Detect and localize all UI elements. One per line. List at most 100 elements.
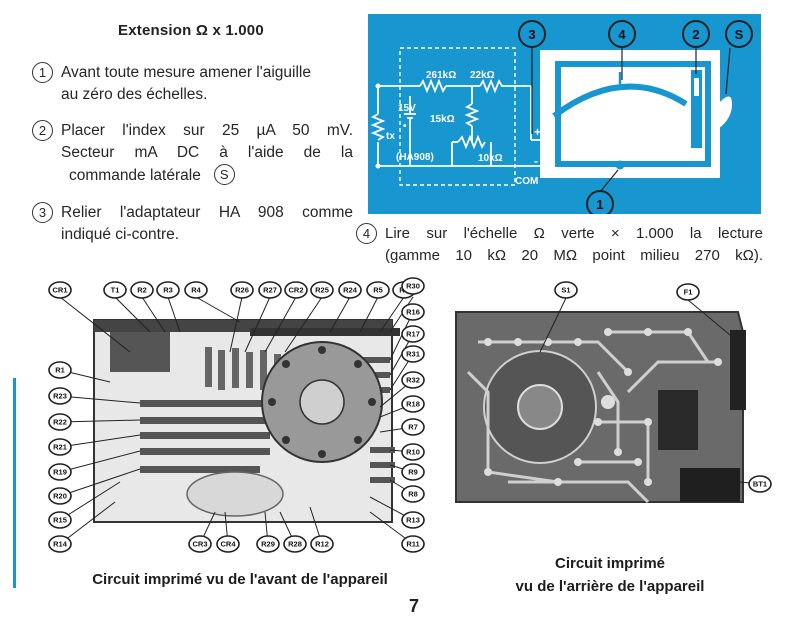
component-label: R4 [184,281,208,299]
back-caption: Circuit imprimé vu de l'arrière de l'app… [480,552,740,598]
component-label: T1 [103,281,127,299]
step-3-line-2: indiqué ci-contre. [61,226,180,243]
wiring-diagram-svg: 261kΩ 22kΩ 15kΩ 10kΩ 15V • (HA908) tx CO… [370,20,753,218]
page-title: Extension Ω x 1.000 [118,22,264,39]
resistor-label-22k: 22kΩ [470,70,495,81]
svg-text:S: S [735,27,744,42]
component-label: CR4 [216,535,240,553]
svg-text:R15: R15 [53,516,67,525]
step-4-line-1: Lire sur l'échelle Ω verte × 1.000 la le… [385,225,763,242]
component-label: R5 [366,281,390,299]
svg-text:R28: R28 [288,540,302,549]
component-bar [250,328,400,336]
step-2-line-3: commande latérale [69,167,201,184]
callout-s [725,20,753,48]
component-label: R27 [258,281,282,299]
step-number: 1 [32,62,53,83]
component-label: R19 [48,463,72,481]
circled-s-icon: S [213,164,235,185]
svg-text:CR3: CR3 [192,540,207,549]
component-label: R8 [401,485,425,503]
component-label: R30 [401,277,425,295]
component-label: R3 [156,281,180,299]
wires [370,78,544,167]
svg-text:R16: R16 [406,308,420,317]
voltage-label: 15V [398,103,416,114]
page-number: 7 [409,596,420,616]
resistor-label-15k: 15kΩ [430,114,455,125]
step-number: 3 [32,202,53,223]
svg-text:F1: F1 [684,288,693,297]
svg-text:R22: R22 [53,418,67,427]
component-label: R1 [48,361,72,379]
step-2-line-2: Secteur mA DC à l'aide de la [61,144,353,161]
battery-plus-dot: • [403,121,407,132]
step-4: 4 Lire sur l'échelle Ω verte × 1.000 la … [356,223,763,267]
front-pcb-svg: CR1T1R2R3R4R26R27CR2R25R24R5R6R30R16R17R… [48,277,425,553]
step-number: 2 [32,120,53,141]
svg-text:R11: R11 [406,540,419,549]
svg-text:R13: R13 [406,516,420,525]
solder-pads [484,328,722,486]
component-label: R24 [338,281,362,299]
step-4-line-2: (gamme 10 kΩ 20 MΩ point milieu 270 kΩ). [385,247,763,264]
leader-lines [59,296,414,545]
callouts: 3 4 2 S 1 [518,20,753,218]
component-label: R7 [401,418,425,436]
step-1-line-2: au zéro des échelles. [61,86,208,103]
wiring-diagram: 261kΩ 22kΩ 15kΩ 10kΩ 15V • (HA908) tx CO… [368,14,761,218]
meter-strip-slot [694,78,699,96]
margin-rule [13,378,16,588]
step-1: 1 Avant toute mesure amener l'aiguille a… [32,62,311,106]
component-label: R28 [283,535,307,553]
svg-text:R20: R20 [53,492,67,501]
svg-text:R5: R5 [373,286,383,295]
meter-face [564,70,702,158]
component-label: CR3 [188,535,212,553]
svg-text:R3: R3 [163,286,173,295]
component-label: R32 [401,371,425,389]
component-label: R9 [401,463,425,481]
terminal-dot [375,83,381,89]
step-1-line-1: Avant toute mesure amener l'aiguille [61,64,311,81]
switch-hub [299,379,345,425]
svg-text:R27: R27 [263,286,277,295]
step-3-line-1: Relier l'adaptateur HA 908 comme [61,204,353,221]
minus-terminal-label: - [534,154,538,168]
component-block [110,332,170,372]
component-label: R10 [401,443,425,461]
svg-text:R30: R30 [406,282,420,291]
component-label: R12 [310,535,334,553]
svg-text:R8: R8 [408,490,418,499]
svg-text:R2: R2 [137,286,147,295]
component-label: R2 [130,281,154,299]
step-2-line-1: Placer l'index sur 25 µA 50 mV. [61,122,353,139]
dark-slot [658,390,698,450]
step-2: 2 Placer l'index sur 25 µA 50 mV. Secteu… [32,120,353,187]
component-label: R23 [48,387,72,405]
resistor-label-10k: 10kΩ [478,153,503,164]
svg-text:R12: R12 [315,540,329,549]
component-label: CR2 [284,281,308,299]
component-label: R16 [401,303,425,321]
component-label: F1 [676,283,700,301]
com-label: COM [515,176,538,187]
component-label: R18 [401,395,425,413]
terminal-dot [375,163,381,169]
svg-text:1: 1 [596,197,603,212]
component-label: R13 [401,511,425,529]
svg-text:R32: R32 [406,376,420,385]
svg-text:R23: R23 [53,392,67,401]
component-label: R21 [48,438,72,456]
svg-text:T1: T1 [111,286,120,295]
svg-text:R25: R25 [315,286,329,295]
side-knob-shape [718,96,732,129]
svg-text:R17: R17 [406,330,420,339]
adapter-outline [399,47,516,186]
svg-text:4: 4 [618,27,626,42]
svg-text:R18: R18 [406,400,420,409]
svg-text:R10: R10 [406,448,420,457]
svg-text:R24: R24 [343,286,358,295]
